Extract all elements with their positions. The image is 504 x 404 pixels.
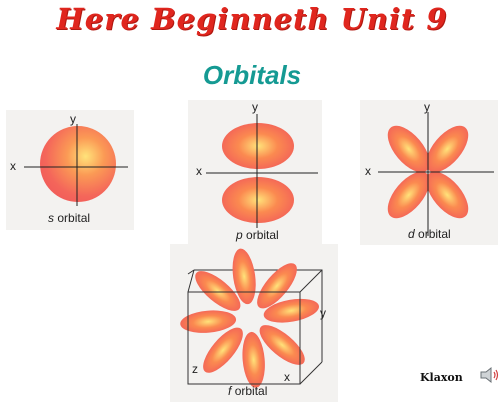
f-cube-edge-tl bbox=[187, 269, 195, 293]
s-orbital-panel: x y s orbital bbox=[6, 110, 134, 230]
f-orbital-lobe-6 bbox=[242, 331, 265, 388]
d-orbital-panel: x y d orbital bbox=[360, 100, 498, 245]
f-cube-edge-tr bbox=[299, 269, 323, 293]
p-orbital-panel: x y p orbital bbox=[188, 100, 322, 245]
f-orbital-lobe-1 bbox=[195, 271, 241, 311]
slide-title: Here Beginneth Unit 9 bbox=[56, 2, 448, 36]
d-orbital-lobe-ne bbox=[426, 125, 469, 173]
s-y-label: y bbox=[70, 112, 76, 126]
s-orbital-diagram bbox=[24, 124, 128, 206]
f-cube-edge-br bbox=[299, 361, 323, 385]
s-orbital-sphere bbox=[40, 126, 116, 202]
d-orbital-diagram bbox=[378, 112, 494, 236]
s-x-label: x bbox=[10, 159, 16, 173]
f-orbital-lobe-4 bbox=[263, 298, 320, 323]
klaxon-label: Klaxon bbox=[420, 371, 463, 384]
f-orbital-lobe-7 bbox=[203, 327, 243, 373]
f-x-label: x bbox=[284, 370, 290, 384]
f-orbital-lobe-8 bbox=[180, 310, 237, 333]
f-y-label: y bbox=[320, 306, 326, 320]
f-cube-front-face bbox=[187, 291, 301, 385]
f-orbital-diagram bbox=[180, 248, 323, 388]
p-orbital-diagram bbox=[206, 114, 318, 228]
f-cube-top-left-edge bbox=[187, 269, 195, 275]
d-orbital-lobe-nw bbox=[387, 125, 430, 173]
s-orbital-caption: s orbital bbox=[48, 211, 91, 225]
p-orbital-lower-lobe bbox=[222, 177, 294, 223]
p-orbital-caption: p orbital bbox=[236, 228, 279, 242]
d-orbital-lobe-se bbox=[426, 171, 469, 219]
speaker-icon[interactable] bbox=[478, 363, 502, 387]
p-x-label: x bbox=[196, 164, 202, 178]
f-orbital-caption: f orbital bbox=[228, 384, 268, 398]
d-orbital-caption: d orbital bbox=[408, 227, 451, 241]
p-y-label: y bbox=[252, 100, 258, 114]
d-x-label: x bbox=[365, 164, 371, 178]
f-orbital-panel: y z x f orbital bbox=[170, 244, 338, 402]
slide-subtitle: Orbitals bbox=[202, 60, 302, 90]
d-orbital-lobe-sw bbox=[387, 171, 430, 219]
f-orbital-lobe-5 bbox=[259, 325, 305, 365]
d-y-label: y bbox=[424, 100, 430, 114]
f-orbital-lobe-3 bbox=[257, 263, 297, 309]
p-orbital-upper-lobe bbox=[222, 123, 294, 169]
f-z-label: z bbox=[192, 362, 198, 376]
f-orbital-lobe-2 bbox=[232, 248, 256, 305]
